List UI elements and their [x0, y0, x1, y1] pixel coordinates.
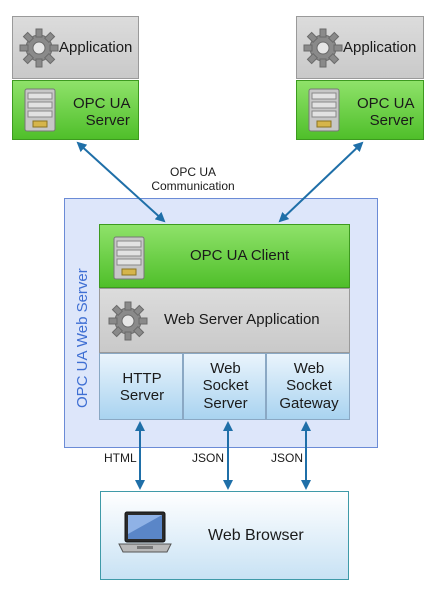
gear-icon	[108, 301, 148, 341]
websocket-gateway-label: Web Socket Gateway	[279, 360, 339, 412]
websocket-gateway-box: Web Socket Gateway	[266, 353, 350, 420]
right-application-box: Application	[296, 16, 424, 79]
json-protocol-label-2: JSON	[271, 451, 304, 465]
gear-icon	[303, 28, 343, 68]
gear-icon	[19, 28, 59, 68]
websocket-server-label: Web Socket Server	[202, 360, 249, 412]
communication-label: OPC UA Communication	[151, 165, 235, 193]
left-server-label: OPC UA Server	[73, 95, 131, 130]
right-application-label: Application	[343, 39, 417, 56]
server-icon	[24, 88, 56, 132]
left-opc-ua-server-box: OPC UA Server	[12, 80, 139, 140]
opc-ua-client-box: OPC UA Client	[99, 224, 350, 288]
web-browser-label: Web Browser	[208, 527, 304, 544]
opc-ua-client-label: OPC UA Client	[190, 247, 290, 264]
right-opc-ua-server-box: OPC UA Server	[296, 80, 424, 140]
laptop-icon	[118, 511, 172, 553]
server-icon	[113, 236, 145, 280]
web-server-application-label: Web Server Application	[164, 311, 320, 328]
web-server-application-box: Web Server Application	[99, 288, 350, 353]
server-icon	[308, 88, 340, 132]
http-server-box: HTTP Server	[99, 353, 183, 420]
http-server-label: HTTP Server	[119, 370, 165, 405]
json-protocol-label-1: JSON	[192, 451, 225, 465]
html-protocol-label: HTML	[104, 451, 137, 465]
left-application-label: Application	[59, 39, 133, 56]
left-application-box: Application	[12, 16, 139, 79]
right-server-label: OPC UA Server	[357, 95, 415, 130]
web-browser-box: Web Browser	[100, 491, 349, 580]
websocket-server-box: Web Socket Server	[183, 353, 266, 420]
web-server-vertical-label: OPC UA Web Server	[74, 268, 91, 408]
